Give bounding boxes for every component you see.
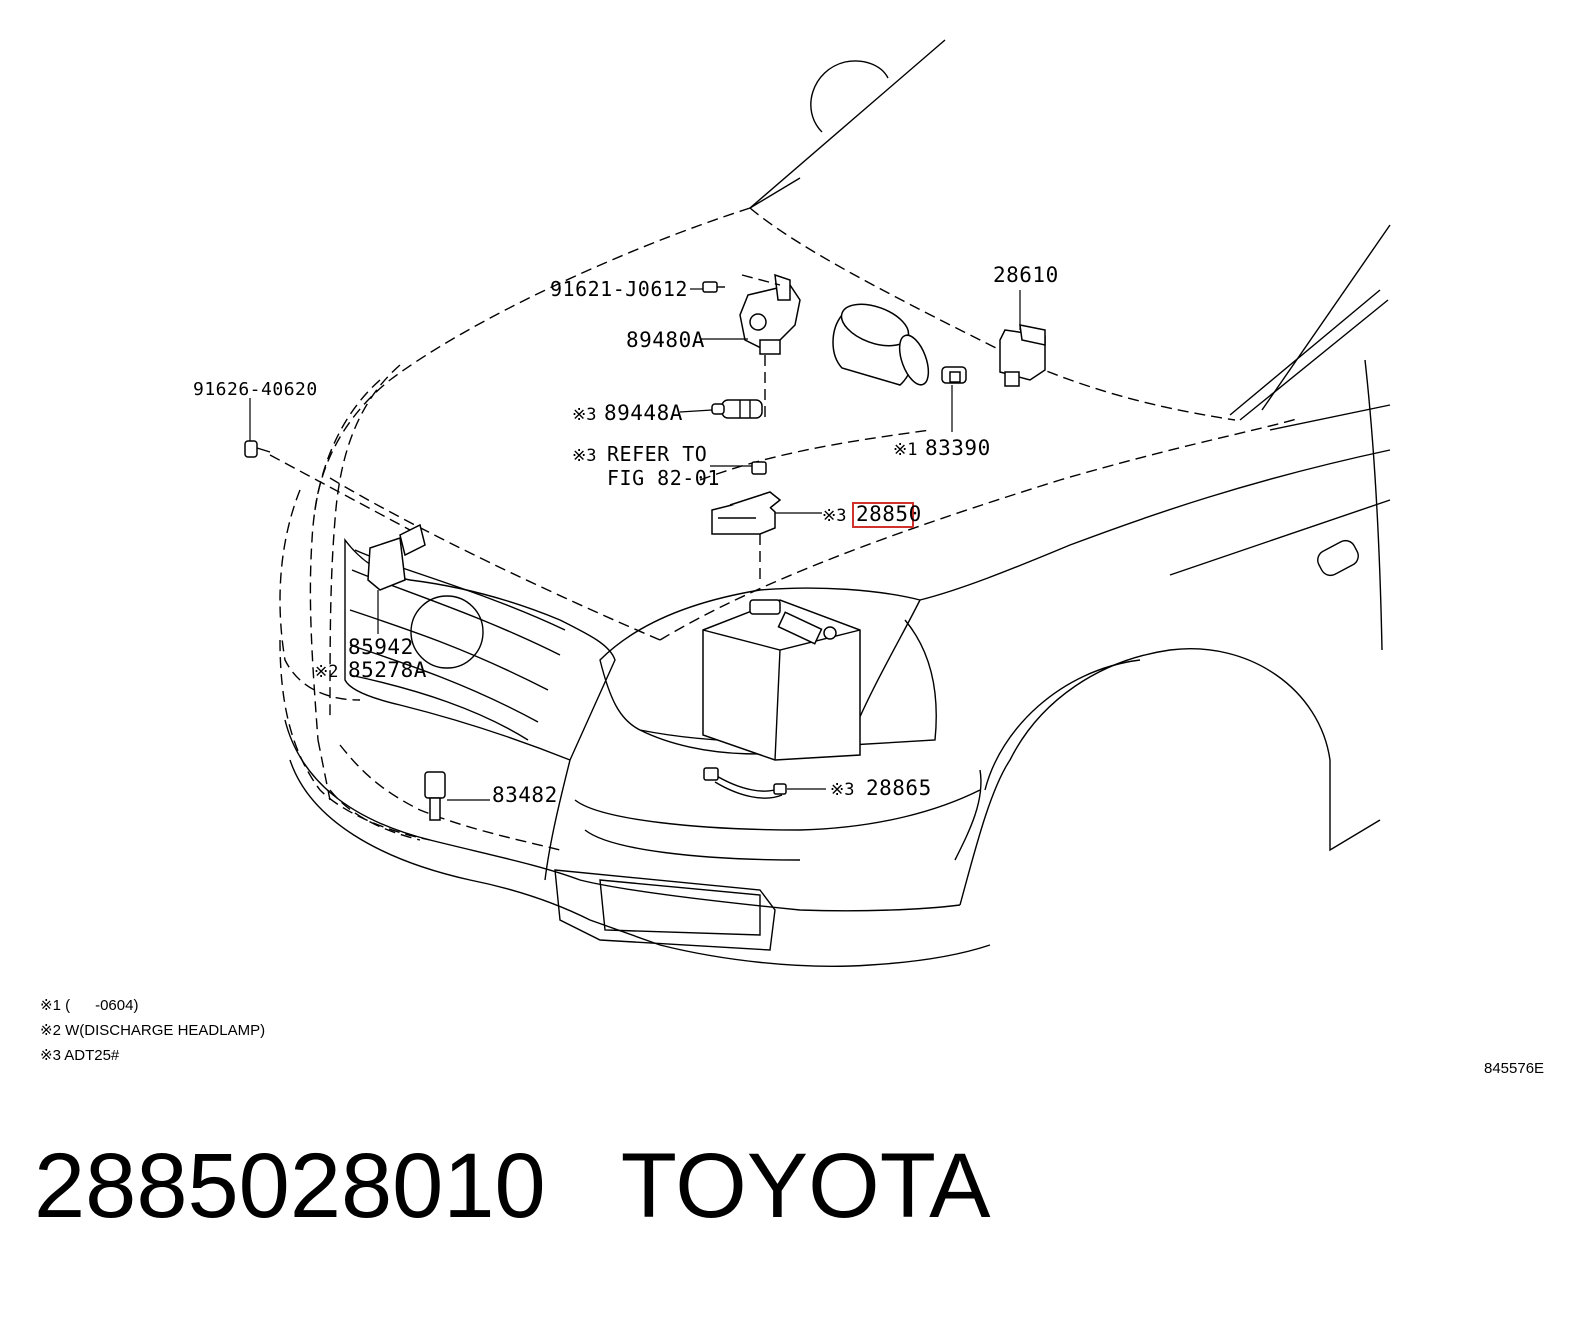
- caption-spacer: [546, 1135, 621, 1237]
- component-sensor-83482: [424, 771, 446, 821]
- caption-brand: TOYOTA: [620, 1135, 991, 1237]
- legend-note-2: ※2 W(DISCHARGE HEADLAMP): [40, 1022, 265, 1039]
- legend-note-1: ※1 ( -0604): [40, 997, 138, 1014]
- part-note-mark-83390: ※1: [893, 440, 917, 460]
- part-label-28850: 28850: [856, 502, 922, 526]
- component-cable-28865: [703, 767, 787, 799]
- part-label-83482: 83482: [492, 783, 558, 807]
- component-bolt-91621: [702, 281, 725, 293]
- component-sensor-89448A: [711, 399, 763, 419]
- part-label-83390: 83390: [925, 436, 991, 460]
- part-note-mark-89448A: ※3: [572, 405, 596, 425]
- reference-line-2: FIG 82-01: [607, 466, 720, 490]
- component-nut: [751, 461, 767, 475]
- component-sensor-89480A: [739, 273, 801, 420]
- reference-line-1: REFER TO: [607, 442, 707, 466]
- component-bracket-28850: [711, 491, 782, 585]
- highlight-box-28850: [852, 502, 914, 528]
- component-battery: [702, 599, 861, 761]
- part-label-89448A: 89448A: [604, 401, 683, 425]
- legend: ※1 ( -0604) ※2 W(DISCHARGE HEADLAMP) ※3 …: [40, 997, 265, 1064]
- part-label-85942: 85942: [348, 635, 414, 659]
- part-note-mark-85278A: ※2: [314, 662, 338, 682]
- illustration-code: 845576E: [1484, 1060, 1544, 1077]
- part-note-mark-28865: ※3: [830, 780, 854, 800]
- part-label-91621: 91621-J0612: [550, 277, 688, 301]
- component-cylinder: [832, 303, 930, 386]
- component-ecu-85942: [367, 523, 426, 591]
- component-sensor-83390: [941, 366, 967, 384]
- leader-lines: [249, 288, 1021, 801]
- component-bolt-91626: [244, 440, 411, 531]
- part-label-89480A: 89480A: [626, 328, 705, 352]
- part-label-85278A: 85278A: [348, 658, 427, 682]
- part-label-28610: 28610: [993, 263, 1059, 287]
- legend-note-3: ※3 ADT25#: [40, 1047, 120, 1064]
- caption-part-number: 2885028010: [34, 1135, 546, 1237]
- component-relay-28610: [999, 324, 1046, 387]
- vehicle-body-outline: [279, 39, 1391, 967]
- reference-note-mark: ※3: [572, 446, 596, 466]
- caption: 2885028010 TOYOTA: [34, 1140, 990, 1232]
- part-note-mark-28850: ※3: [822, 506, 846, 526]
- part-label-28865: 28865: [866, 776, 932, 800]
- part-labels: 91621-J0612 89480A ※3 89448A ※3 REFER TO…: [193, 263, 1059, 807]
- part-label-91626: 91626-40620: [193, 379, 318, 400]
